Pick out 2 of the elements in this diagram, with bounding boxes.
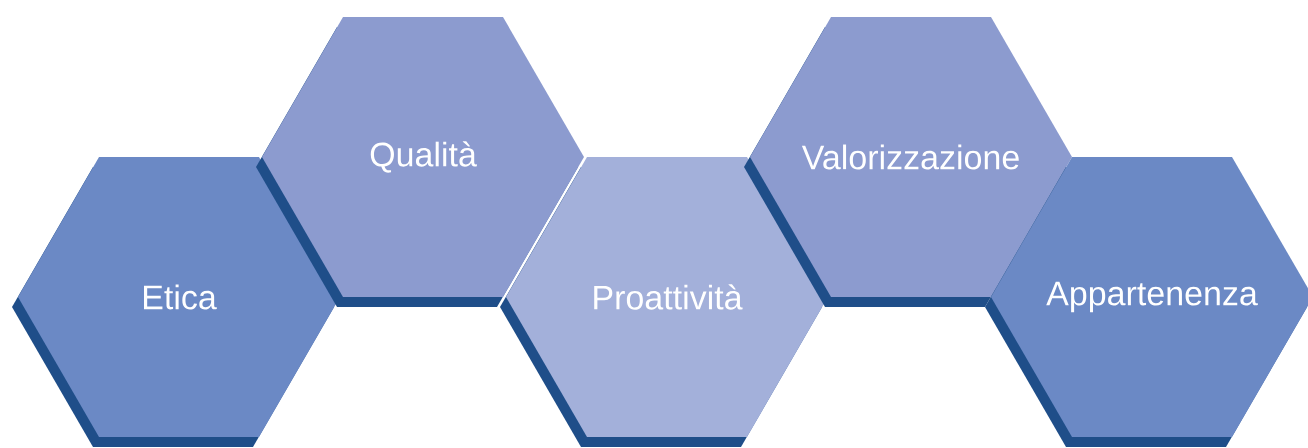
- hexagon: Etica: [12, 157, 340, 447]
- hexagon: Qualità: [256, 17, 584, 307]
